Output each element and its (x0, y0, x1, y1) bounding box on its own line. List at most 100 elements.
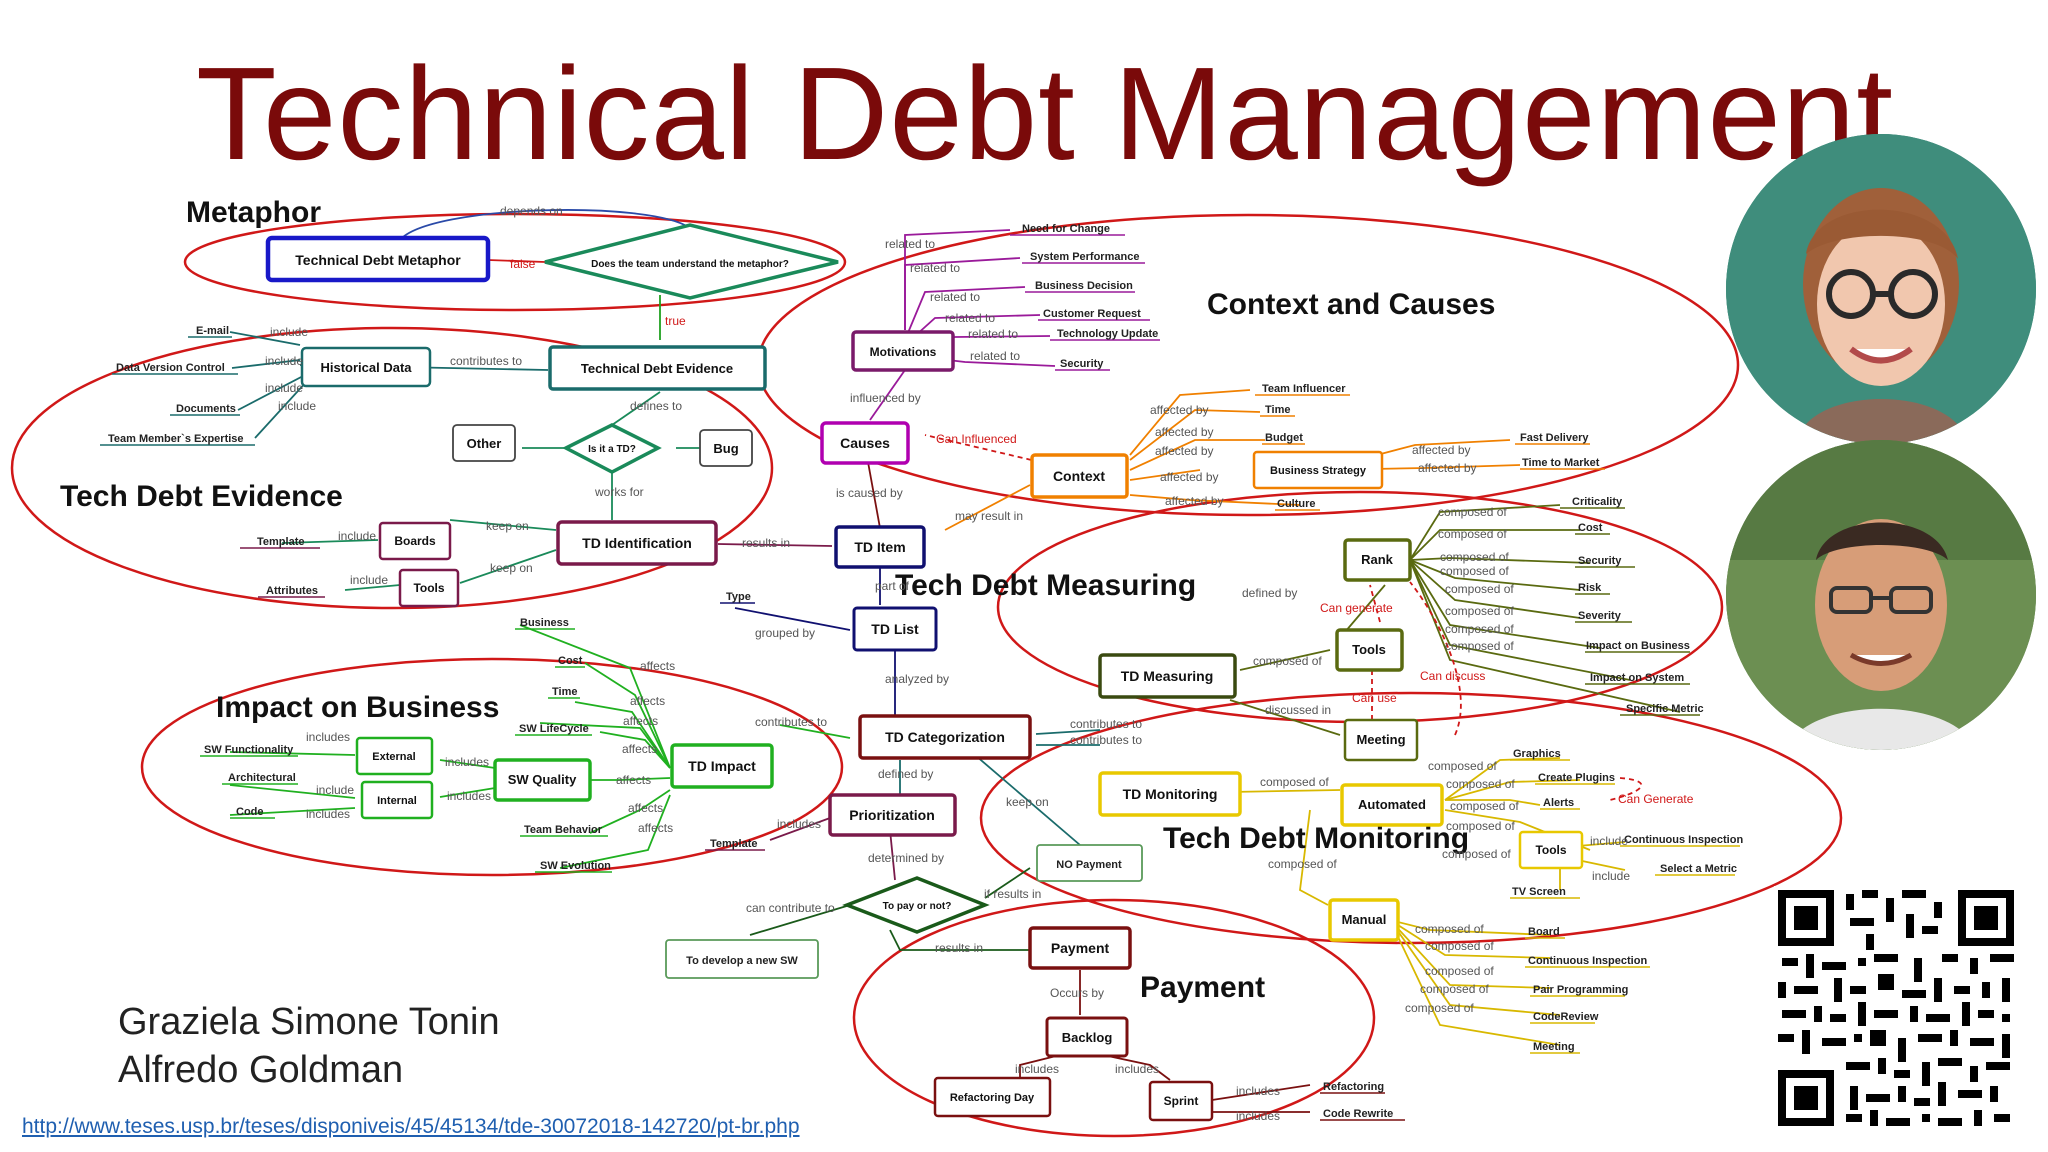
author-photo-2 (1726, 440, 2036, 750)
svg-text:determined by: determined by (868, 851, 944, 865)
svg-text:discussed in: discussed in (1265, 703, 1331, 717)
leaf-pair-prog: Pair Programming (1533, 984, 1628, 996)
leaf-sw-evolution: SW Evolution (540, 860, 611, 872)
thesis-link[interactable]: http://www.teses.usp.br/teses/disponivei… (22, 1115, 800, 1138)
svg-text:include: include (316, 783, 354, 797)
svg-text:Can Generate: Can Generate (1618, 792, 1694, 806)
leaf-budget: Budget (1265, 432, 1303, 444)
svg-text:affects: affects (628, 801, 663, 815)
leaf-need-change: Need for Change (1022, 223, 1110, 235)
svg-text:Occurs by: Occurs by (1050, 986, 1104, 1000)
svg-text:Is it a TD?: Is it a TD? (588, 444, 636, 455)
node-no-payment: NO Payment (1036, 844, 1143, 882)
svg-text:composed of: composed of (1260, 775, 1329, 789)
leaf-tech-update: Technology Update (1057, 328, 1158, 340)
svg-text:Sprint: Sprint (1164, 1094, 1199, 1108)
svg-text:composed of: composed of (1450, 799, 1519, 813)
svg-text:composed of: composed of (1445, 622, 1514, 636)
svg-text:results in: results in (935, 941, 983, 955)
node-td-measuring: TD Measuring (1098, 653, 1237, 699)
impact-ellipse (140, 657, 844, 877)
leaf-sys-perf: System Performance (1030, 251, 1139, 263)
leaf-cost-m: Cost (1578, 522, 1603, 534)
leaf-code-rewrite: Code Rewrite (1323, 1108, 1393, 1120)
leaf-documents: Documents (176, 403, 236, 415)
node-external: External (355, 736, 434, 776)
qr-code[interactable] (1774, 886, 2018, 1130)
svg-text:part of: part of (875, 579, 910, 593)
svg-text:includes: includes (1015, 1062, 1059, 1076)
svg-text:results in: results in (742, 536, 790, 550)
section-evidence: Tech Debt Evidence (60, 480, 343, 513)
leaf-criticality: Criticality (1572, 496, 1623, 508)
svg-text:include: include (350, 573, 388, 587)
node-payment: Payment (1028, 926, 1132, 970)
leaf-type: Type (726, 591, 751, 603)
svg-text:Boards: Boards (394, 534, 436, 548)
svg-text:Payment: Payment (1051, 940, 1110, 956)
svg-text:composed of: composed of (1415, 922, 1484, 936)
svg-text:Tools: Tools (1535, 843, 1566, 857)
svg-text:contributes to: contributes to (1070, 733, 1142, 747)
authors: Graziela Simone Tonin Alfredo Goldman (118, 998, 500, 1094)
leaf-architectural: Architectural (228, 772, 296, 784)
section-metaphor: Metaphor (186, 196, 321, 229)
svg-text:Manual: Manual (1342, 912, 1387, 927)
leaf-attributes: Attributes (266, 585, 318, 597)
svg-text:affects: affects (622, 742, 657, 756)
svg-text:Technical Debt Evidence: Technical Debt Evidence (581, 361, 733, 376)
node-sw-quality: SW Quality (493, 758, 592, 802)
svg-text:Rank: Rank (1361, 552, 1394, 567)
svg-text:Historical Data: Historical Data (320, 360, 412, 375)
svg-text:affected by: affected by (1155, 425, 1214, 439)
svg-text:TD Identification: TD Identification (582, 535, 692, 551)
node-understand: Does the team understand the metaphor? (544, 223, 839, 300)
section-measuring: Tech Debt Measuring (895, 569, 1196, 602)
svg-text:composed of: composed of (1428, 759, 1497, 773)
leaf-cost-i: Cost (558, 655, 583, 667)
leaf-culture: Culture (1277, 498, 1316, 510)
leaf-time-i: Time (552, 686, 577, 698)
svg-text:SW Quality: SW Quality (508, 772, 577, 787)
evidence-ellipse (10, 326, 774, 610)
node-is-td: Is it a TD? (562, 423, 662, 474)
svg-text:Can Influenced: Can Influenced (936, 432, 1017, 446)
leaf-email: E-mail (196, 325, 229, 337)
svg-text:contributes to: contributes to (1070, 717, 1142, 731)
node-business-strategy: Business Strategy (1252, 450, 1384, 490)
node-td-list: TD List (852, 606, 938, 652)
svg-text:composed of: composed of (1405, 1001, 1474, 1015)
svg-text:Prioritization: Prioritization (849, 807, 935, 823)
svg-text:affected by: affected by (1160, 470, 1219, 484)
node-td-impact: TD Impact (670, 743, 774, 789)
svg-text:analyzed by: analyzed by (885, 672, 949, 686)
svg-text:include: include (265, 354, 303, 368)
svg-text:composed of: composed of (1420, 982, 1489, 996)
svg-text:contributes to: contributes to (755, 715, 827, 729)
node-tools-ev: Tools (398, 568, 460, 608)
node-to-pay: To pay or not? (842, 876, 990, 934)
svg-text:composed of: composed of (1440, 550, 1509, 564)
node-rank: Rank (1343, 538, 1412, 582)
svg-text:includes: includes (306, 807, 350, 821)
svg-text:related to: related to (968, 327, 1018, 341)
node-backlog: Backlog (1045, 1016, 1129, 1058)
leaf-select-metric: Select a Metric (1660, 863, 1737, 875)
node-other: Other (452, 424, 516, 462)
svg-text:TD Item: TD Item (854, 539, 905, 555)
svg-text:related to: related to (910, 261, 960, 275)
leaf-specific-metric: Specific Metric (1626, 703, 1704, 715)
svg-text:affects: affects (638, 821, 673, 835)
svg-text:Bug: Bug (713, 441, 738, 456)
svg-text:affected by: affected by (1165, 494, 1224, 508)
leaf-code-review: CodeReview (1533, 1011, 1599, 1023)
svg-text:Does the team understand the m: Does the team understand the metaphor? (591, 259, 789, 270)
svg-text:External: External (372, 751, 415, 763)
svg-text:Causes: Causes (840, 435, 890, 451)
svg-text:composed of: composed of (1438, 527, 1507, 541)
svg-text:affects: affects (623, 714, 658, 728)
leaf-code: Code (236, 806, 264, 818)
node-manual: Manual (1328, 898, 1400, 942)
node-motivations: Motivations (851, 330, 955, 372)
section-impact: Impact on Business (216, 691, 499, 724)
